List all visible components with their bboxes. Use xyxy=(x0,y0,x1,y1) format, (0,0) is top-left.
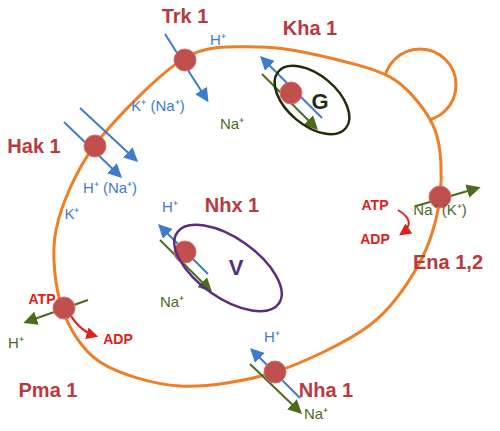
ion-arrow xyxy=(165,34,207,100)
ion-arrow xyxy=(80,108,136,160)
transporter-name: Kha 1 xyxy=(283,17,337,39)
ion-label: Na⁺ xyxy=(160,294,184,311)
energy-label: ATP xyxy=(362,198,389,213)
ion-arrow xyxy=(160,240,210,290)
ion-arrow xyxy=(64,122,120,176)
cell-membrane xyxy=(54,47,441,387)
transporter-name: Trk 1 xyxy=(162,5,209,27)
energy-label: ADP xyxy=(360,232,390,247)
organelle-membrane xyxy=(262,53,362,148)
ion-label: H⁺ (Na⁺) xyxy=(83,180,137,197)
transporter xyxy=(280,82,302,104)
transporter xyxy=(53,297,75,319)
ion-arrow xyxy=(262,74,316,128)
organelle-letter: G xyxy=(311,89,328,115)
organelle-letter: V xyxy=(229,255,244,281)
transporter xyxy=(84,135,106,157)
organelle: V xyxy=(166,238,290,298)
ion-label: K⁺ xyxy=(64,206,79,223)
ion-label: Na⁺ xyxy=(220,116,244,133)
ion-label: H⁺ xyxy=(264,329,280,346)
transporter-name: Nha 1 xyxy=(299,379,353,401)
energy-label: ADP xyxy=(103,332,133,347)
organelle-membrane xyxy=(160,208,296,328)
transporter xyxy=(174,49,196,71)
ion-label: Na⁺ xyxy=(304,406,328,423)
energy-label: ATP xyxy=(29,292,56,307)
transporter-name: Ena 1,2 xyxy=(413,251,483,273)
transporter xyxy=(264,361,286,383)
organelle: G xyxy=(268,75,356,125)
transporter-name: Nhx 1 xyxy=(205,194,259,216)
transporter-name: Hak 1 xyxy=(7,135,60,157)
ion-label: H⁺ xyxy=(162,199,178,216)
ion-label: H⁺ xyxy=(8,335,24,352)
organelle-outline xyxy=(166,238,290,298)
ion-label: H⁺ xyxy=(210,32,226,49)
ion-label: K⁺ (Na⁺) xyxy=(131,98,184,115)
ion-label: Na⁺ (K⁺) xyxy=(413,202,466,219)
transporter-name: Pma 1 xyxy=(19,379,78,401)
atp-arrow xyxy=(398,210,409,234)
